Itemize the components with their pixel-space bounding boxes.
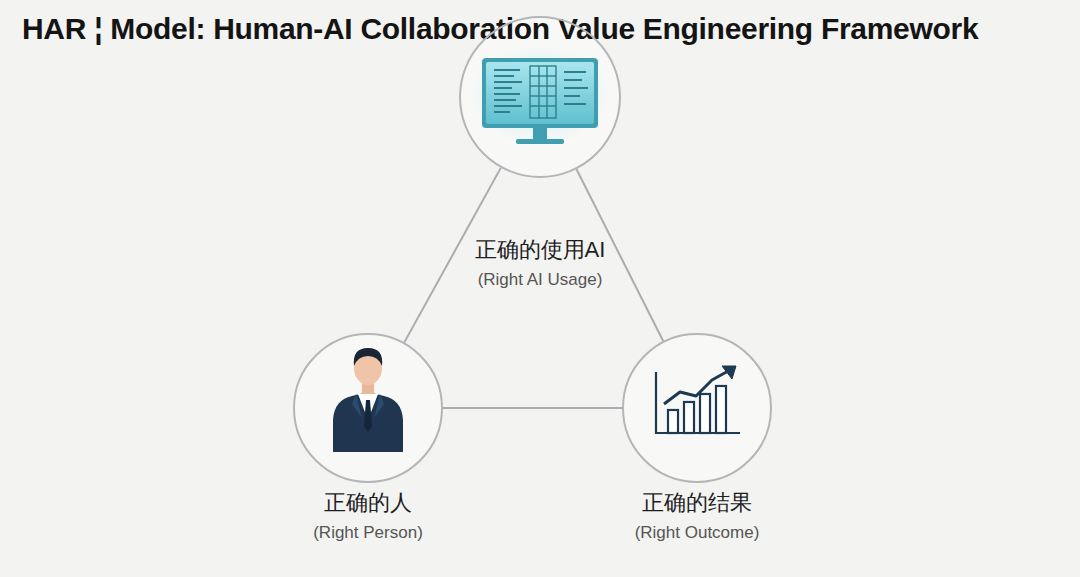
node-subheading: (Right Person) [313, 520, 423, 546]
node-subheading: (Right Outcome) [635, 520, 760, 546]
connector-line [443, 408, 622, 409]
diagram-title: HAR ¦ Model: Human-AI Collaboration Valu… [22, 12, 978, 46]
node-caption: 正确的人(Right Person) [313, 488, 423, 546]
circle-border [460, 17, 620, 177]
circle-fill [622, 333, 772, 483]
circle-outline [293, 333, 443, 483]
growth-chart-icon [656, 366, 740, 433]
node-heading: 正确的使用AI [475, 235, 606, 265]
circle-border [623, 334, 771, 482]
node-heading: 正确的结果 [635, 488, 760, 518]
node-caption: 正确的使用AI(Right AI Usage) [475, 235, 606, 293]
circle-fill [293, 333, 443, 483]
circle-outline [459, 16, 621, 178]
circle-border [294, 334, 442, 482]
node-heading: 正确的人 [313, 488, 423, 518]
circle-outline [622, 333, 772, 483]
circle-node: 正确的结果(Right Outcome) [622, 333, 772, 483]
monitor-icon [470, 45, 610, 145]
node-subheading: (Right AI Usage) [475, 267, 606, 293]
circle-node: 正确的使用AI(Right AI Usage) [459, 16, 621, 178]
circle-node: 正确的人(Right Person) [293, 333, 443, 483]
node-caption: 正确的结果(Right Outcome) [635, 488, 760, 546]
person-icon [333, 348, 403, 452]
